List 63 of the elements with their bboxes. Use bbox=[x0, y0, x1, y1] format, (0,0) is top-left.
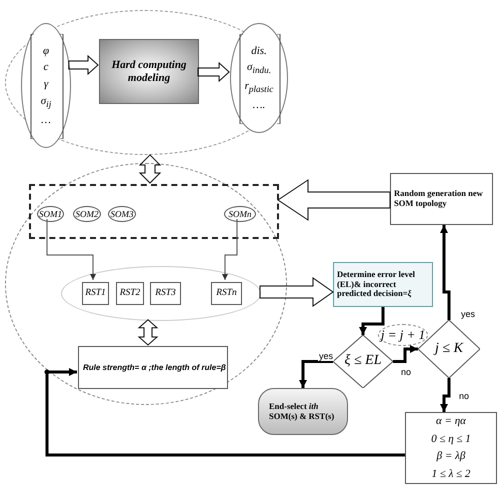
block-arrow bbox=[68, 54, 99, 76]
vector-ellipse bbox=[21, 23, 71, 148]
edge-label: no bbox=[400, 368, 412, 377]
node-label: Random generation new SOM topology bbox=[394, 189, 484, 209]
process-box bbox=[333, 262, 433, 307]
math-text: r$_{plastic}$ bbox=[244, 80, 274, 95]
block-arrow bbox=[277, 179, 390, 221]
math-text: σ$_{indu.}$ bbox=[246, 61, 271, 76]
arrow bbox=[46, 218, 96, 280]
block-arrow bbox=[259, 277, 334, 307]
math-text: j = j + 1 bbox=[380, 328, 426, 342]
arrow bbox=[440, 225, 450, 320]
arrow bbox=[222, 218, 238, 280]
node-label: SOMn bbox=[228, 208, 252, 220]
node-label: RST1 bbox=[85, 288, 106, 299]
decision-diamond bbox=[418, 320, 480, 378]
node-label: RST3 bbox=[155, 288, 176, 299]
arrow bbox=[440, 378, 450, 412]
math-text: α = ηα bbox=[436, 415, 466, 428]
edge-label: yes bbox=[318, 352, 334, 361]
rst-box bbox=[82, 282, 109, 305]
node-label: End-select ith SOM(s) & RST(s) bbox=[269, 402, 336, 422]
ellipse-outline bbox=[61, 266, 261, 321]
ellipse-outline bbox=[5, 10, 285, 155]
math-text: γ bbox=[44, 78, 48, 91]
block-arrow bbox=[138, 154, 162, 184]
math-text: c bbox=[44, 61, 48, 74]
terminal-box bbox=[258, 388, 348, 435]
process-box bbox=[99, 39, 199, 104]
node-label: Hard computing modeling bbox=[110, 58, 188, 84]
node-label: SOM2 bbox=[76, 208, 98, 220]
block-arrow bbox=[198, 62, 230, 82]
equation-box bbox=[405, 412, 497, 484]
math-text: …. bbox=[252, 98, 266, 112]
rst-box bbox=[211, 282, 242, 305]
arrow bbox=[46, 368, 405, 456]
math-text: 0 ≤ η ≤ 1 bbox=[431, 432, 471, 446]
math-text: φ bbox=[42, 44, 50, 58]
node-label: SOM3 bbox=[110, 208, 134, 220]
som-ellipse bbox=[224, 206, 256, 222]
math-text: … bbox=[41, 114, 51, 126]
node-label: RST2 bbox=[120, 288, 140, 299]
math-text: dis. bbox=[251, 44, 267, 58]
arrow bbox=[359, 307, 384, 335]
edge-label: yes bbox=[460, 310, 476, 319]
node-label: Determine error level (EL)& incorrect predicted decision=ξ bbox=[337, 270, 416, 300]
process-box bbox=[390, 173, 493, 225]
math-text: β = λβ bbox=[436, 450, 466, 464]
math-text: ξ ≤ EL bbox=[344, 353, 382, 370]
edge-label: no bbox=[458, 392, 470, 401]
ellipse-outline bbox=[5, 163, 287, 405]
block-arrow bbox=[138, 319, 158, 346]
rst-box bbox=[150, 282, 181, 305]
node-label: RSTn bbox=[216, 288, 237, 299]
math-text: σ$_{ij}$ bbox=[40, 94, 52, 110]
node-label: SOM1 bbox=[39, 208, 62, 220]
node-label: Rule strength= α ;the length of rule=β bbox=[83, 362, 226, 372]
dash-dot-frame bbox=[29, 184, 279, 239]
arrow bbox=[299, 360, 333, 388]
arrow bbox=[393, 345, 418, 363]
math-text: 1 ≤ λ ≤ 2 bbox=[432, 468, 470, 481]
rst-box bbox=[116, 282, 144, 305]
math-text: j ≤ K bbox=[435, 340, 463, 358]
